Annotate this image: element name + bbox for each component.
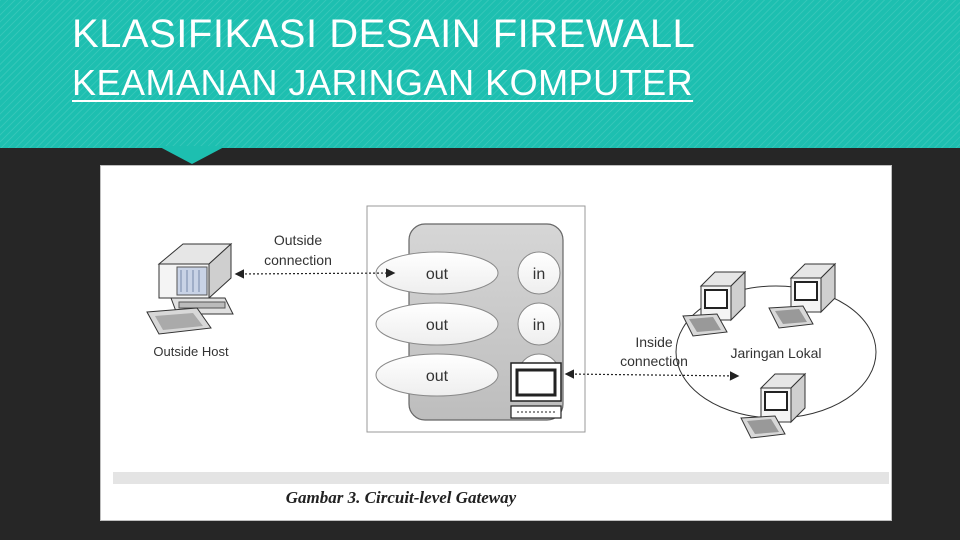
out-label-3: out	[426, 368, 449, 385]
slide-subtitle: KEAMANAN JARINGAN KOMPUTER	[72, 62, 694, 103]
local-computer-icon-2	[768, 262, 837, 329]
diagram-figure: out out out in in Outside Hos	[100, 165, 892, 521]
caption-band	[113, 472, 889, 484]
figure-caption: Gambar 3. Circuit-level Gateway	[285, 488, 517, 507]
inside-connection-label-2: connection	[620, 353, 688, 369]
local-computer-icon-1	[682, 270, 747, 337]
outside-connection-label-1: Outside	[274, 232, 322, 248]
in-label-1: in	[533, 266, 545, 283]
in-label-2: in	[533, 317, 545, 334]
header-notch	[158, 146, 226, 164]
out-label-1: out	[426, 266, 449, 283]
out-oval-2	[375, 302, 499, 346]
gateway-computer-icon	[510, 362, 562, 419]
in-oval-2	[517, 302, 561, 346]
inside-connection-arrow	[564, 369, 740, 381]
out-label-2: out	[426, 317, 449, 334]
local-network-label: Jaringan Lokal	[730, 345, 821, 361]
inside-connection-label-1: Inside	[635, 334, 673, 350]
outside-host-label: Outside Host	[153, 344, 229, 359]
circuit-gateway-diagram: out out out in in Outside Hos	[146, 205, 877, 439]
slide-title: KLASIFIKASI DESAIN FIREWALL	[72, 12, 696, 56]
outside-host-computer-icon	[146, 242, 234, 335]
outside-connection-label-2: connection	[264, 252, 332, 268]
local-computer-icon-3	[740, 372, 807, 439]
out-oval-3	[375, 353, 499, 397]
header-banner: KLASIFIKASI DESAIN FIREWALL KEAMANAN JAR…	[0, 0, 960, 148]
in-oval-1	[517, 251, 561, 295]
